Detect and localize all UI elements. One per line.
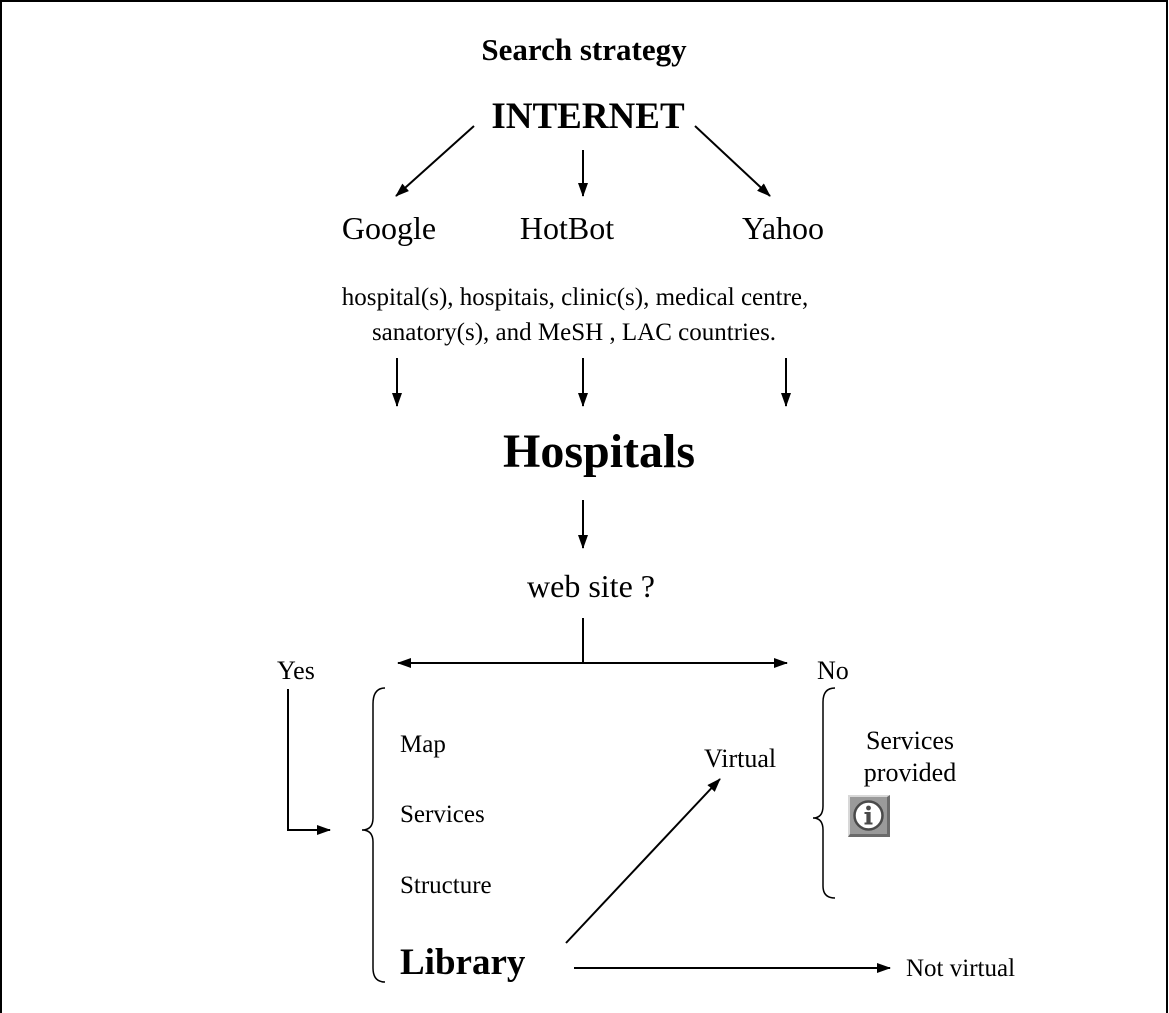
engine-hotbot: HotBot [519,210,615,246]
keywords-line-2: sanatory(s), and MeSH , LAC countries. [371,319,777,346]
no-label: No [817,656,849,685]
internet-label: INTERNET [491,96,685,137]
website-question: web site ? [527,568,655,604]
arrow-internet-google [395,125,475,197]
item-map: Map [400,731,446,758]
keywords-line-1: hospital(s), hospitais, clinic(s), medic… [341,284,809,311]
right-brace [812,687,836,899]
engine-yahoo: Yahoo [741,210,825,246]
left-brace [361,687,386,983]
item-services: Services [400,801,485,828]
arrow-yes-elbow [287,689,331,835]
services-provided-line-1: Services [865,726,955,755]
item-structure: Structure [400,872,492,899]
virtual-label: Virtual [704,744,777,773]
services-provided-line-2: provided [863,758,957,787]
info-icon [848,795,890,837]
library-label: Library [400,942,526,983]
not-virtual-label: Not virtual [906,955,1016,982]
yes-label: Yes [277,656,315,685]
diagram-title: Search strategy [481,32,687,67]
arrow-library-virtual [565,778,721,944]
hospitals-label: Hospitals [502,425,696,478]
engine-google: Google [341,210,437,246]
arrow-internet-yahoo [694,125,771,197]
